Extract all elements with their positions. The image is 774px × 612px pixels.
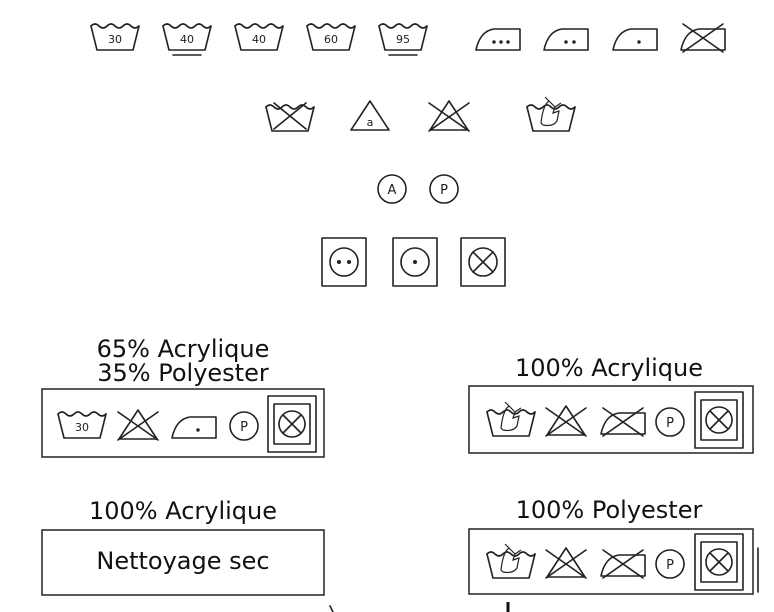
do-not-tumble-dry-icon xyxy=(460,237,506,287)
wash-30-icon: 30 xyxy=(57,411,107,439)
dry-clean-p-icon: P xyxy=(655,407,685,437)
wash-60-icon: 60 xyxy=(306,23,356,51)
dry-clean-p-icon: P xyxy=(655,549,685,579)
label-3-box xyxy=(41,529,325,596)
do-not-bleach-icon xyxy=(428,100,470,132)
tumble-dry-one-dot-icon xyxy=(392,237,438,287)
bleach-allowed-icon: a xyxy=(350,100,390,131)
do-not-iron-icon xyxy=(600,549,646,579)
do-not-iron-icon xyxy=(680,23,726,53)
label-3-box-text: Nettoyage sec xyxy=(96,547,269,575)
wash-40-gentle-icon: 40 xyxy=(162,23,212,56)
iron-three-dots-icon xyxy=(475,28,521,51)
do-not-bleach-icon xyxy=(545,547,587,579)
wash-temp-label: 40 xyxy=(180,33,194,46)
wash-temp-label: 60 xyxy=(324,33,338,46)
iron-one-dot-icon xyxy=(171,416,217,439)
hand-wash-icon xyxy=(487,544,535,578)
dry-clean-a-icon: A xyxy=(377,174,407,204)
wash-30-icon: 30 xyxy=(90,23,140,51)
label-4-box xyxy=(468,528,754,595)
iron-two-dots-icon xyxy=(543,28,589,51)
dry-clean-label: A xyxy=(388,183,397,198)
iron-one-dot-icon xyxy=(612,28,658,51)
tumble-dry-two-dots-icon xyxy=(321,237,367,287)
hand-wash-icon xyxy=(527,97,575,131)
wash-40-icon: 40 xyxy=(234,23,284,51)
do-not-iron-icon xyxy=(600,407,646,437)
do-not-tumble-dry-icon xyxy=(694,391,744,449)
bleach-label: a xyxy=(367,116,374,129)
label-1-title-line-1: 65% Acrylique xyxy=(97,335,270,363)
dry-clean-label: P xyxy=(240,420,248,435)
do-not-bleach-icon xyxy=(545,405,587,437)
do-not-tumble-dry-icon xyxy=(694,533,744,591)
label-2-title: 100% Acrylique xyxy=(515,354,703,382)
dry-clean-label: P xyxy=(440,183,448,198)
label-2-box xyxy=(468,385,754,454)
dry-clean-p-icon: P xyxy=(229,411,259,441)
label-4-title: 100% Polyester xyxy=(516,496,703,524)
wash-temp-label: 30 xyxy=(108,33,122,46)
dry-clean-p-icon: P xyxy=(429,174,459,204)
label-1-title-line-2: 35% Polyester xyxy=(97,359,269,387)
wash-temp-label: 40 xyxy=(252,33,266,46)
label-3-title: 100% Acrylique xyxy=(89,497,277,525)
do-not-tumble-dry-icon xyxy=(267,395,317,453)
dry-clean-label: P xyxy=(666,416,674,431)
hand-wash-icon xyxy=(487,402,535,436)
do-not-wash-icon xyxy=(265,102,315,132)
wash-temp-label: 95 xyxy=(396,33,410,46)
label-1-box xyxy=(41,388,325,458)
wash-temp-label: 30 xyxy=(75,421,89,434)
dry-clean-label: P xyxy=(666,558,674,573)
do-not-bleach-icon xyxy=(117,409,159,441)
wash-95-gentle-icon: 95 xyxy=(378,23,428,56)
